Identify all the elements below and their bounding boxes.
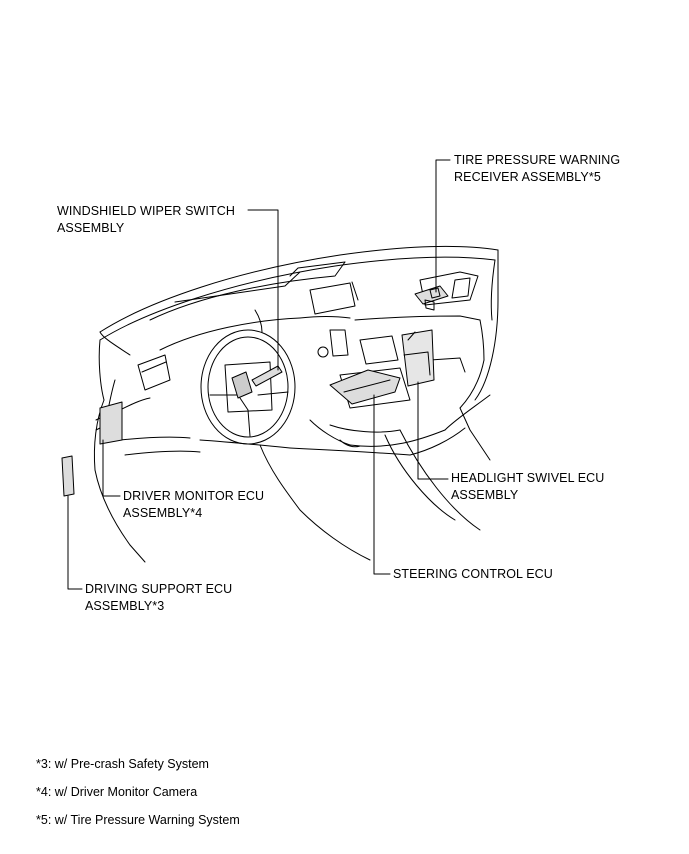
driving-support-label-line1: DRIVING SUPPORT ECU <box>85 582 233 596</box>
windshield-wiper-switch-label: WINDSHIELD WIPER SWITCH ASSEMBLY <box>57 203 235 237</box>
headlight-swivel-ecu-label: HEADLIGHT SWIVEL ECU ASSEMBLY <box>451 470 604 504</box>
driver-monitor-ecu <box>95 401 123 445</box>
tire-pressure-receiver <box>414 285 449 311</box>
driving-support-label-line2: ASSEMBLY*3 <box>85 599 165 613</box>
steering-control-label-line1: STEERING CONTROL ECU <box>393 567 553 581</box>
driving-support-ecu-label: DRIVING SUPPORT ECU ASSEMBLY*3 <box>85 581 232 615</box>
footnote: *4: w/ Driver Monitor Camera <box>36 785 198 799</box>
driver-monitor-label-line1: DRIVER MONITOR ECU <box>123 489 265 503</box>
dashboard-outline <box>93 245 499 563</box>
tire-pressure-label-line1: TIRE PRESSURE WARNING <box>454 153 621 167</box>
steering-control-ecu-label: STEERING CONTROL ECU <box>393 566 553 583</box>
steering-control-ecu <box>329 369 401 405</box>
windshield-wiper-switch <box>231 365 283 411</box>
headlight-swivel-ecu <box>401 329 435 387</box>
driving-support-ecu <box>61 455 75 497</box>
headlight-swivel-label-line1: HEADLIGHT SWIVEL ECU <box>451 471 605 485</box>
driver-monitor-label-line2: ASSEMBLY*4 <box>123 506 203 520</box>
windshield-wiper-label-line2: ASSEMBLY <box>57 221 125 235</box>
windshield-wiper-label-line1: WINDSHIELD WIPER SWITCH <box>57 204 235 218</box>
steering-wheel <box>200 329 296 445</box>
headlight-swivel-label-line2: ASSEMBLY <box>451 488 519 502</box>
footnote: *5: w/ Tire Pressure Warning System <box>36 813 240 827</box>
driver-monitor-ecu-label: DRIVER MONITOR ECU ASSEMBLY*4 <box>123 488 264 522</box>
tire-pressure-label-line2: RECEIVER ASSEMBLY*5 <box>454 170 601 184</box>
footnote: *3: w/ Pre-crash Safety System <box>36 757 209 771</box>
tire-pressure-receiver-label: TIRE PRESSURE WARNING RECEIVER ASSEMBLY*… <box>454 152 620 186</box>
leader-lines <box>67 159 451 590</box>
